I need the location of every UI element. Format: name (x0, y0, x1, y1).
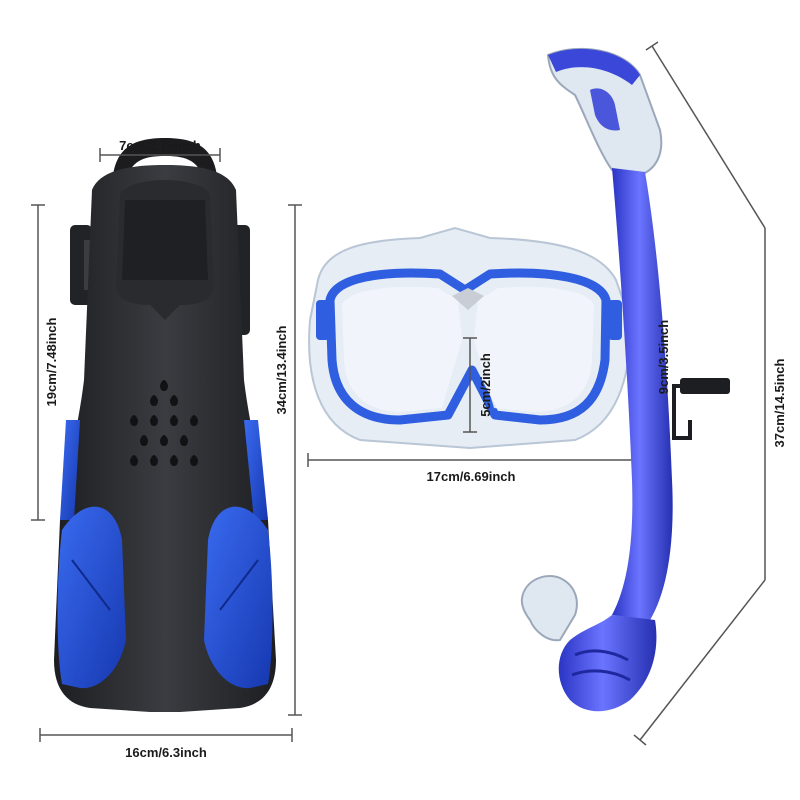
fin-dimension-lines (31, 148, 302, 742)
snorkel-length-label: 37cm/14.5inch (772, 359, 787, 448)
fin-heel-width-label: 7cm/2.75inch (119, 138, 201, 153)
fin-total-length-label: 34cm/13.4inch (274, 326, 289, 415)
snorkel-dimension-line (633, 41, 766, 746)
mask-lens-left (342, 286, 462, 412)
fin-drain-holes (130, 380, 198, 466)
mask-lens-height-label: 5cm/2inch (478, 353, 493, 417)
mask-lens-right (474, 286, 594, 412)
snorkel-mouthpiece (520, 575, 578, 642)
mask-width-label: 17cm/6.69inch (427, 469, 516, 484)
fin-blade-width-label: 16cm/6.3inch (125, 745, 207, 760)
snorkel-purge-section (558, 615, 657, 712)
swim-fin (54, 138, 276, 712)
mask-height-label: 9cm/3.5inch (656, 320, 671, 394)
snorkel (520, 47, 730, 712)
fin-blade-panel-left (57, 506, 126, 689)
fin-heel-strap (112, 138, 218, 196)
fin-blade-panel-right (204, 506, 273, 689)
snorkel-keeper-clip (680, 378, 730, 394)
fin-foot-pocket-length-label: 19cm/7.48inch (44, 318, 59, 407)
mask-frame (325, 268, 611, 425)
snorkel-tube (612, 168, 673, 620)
